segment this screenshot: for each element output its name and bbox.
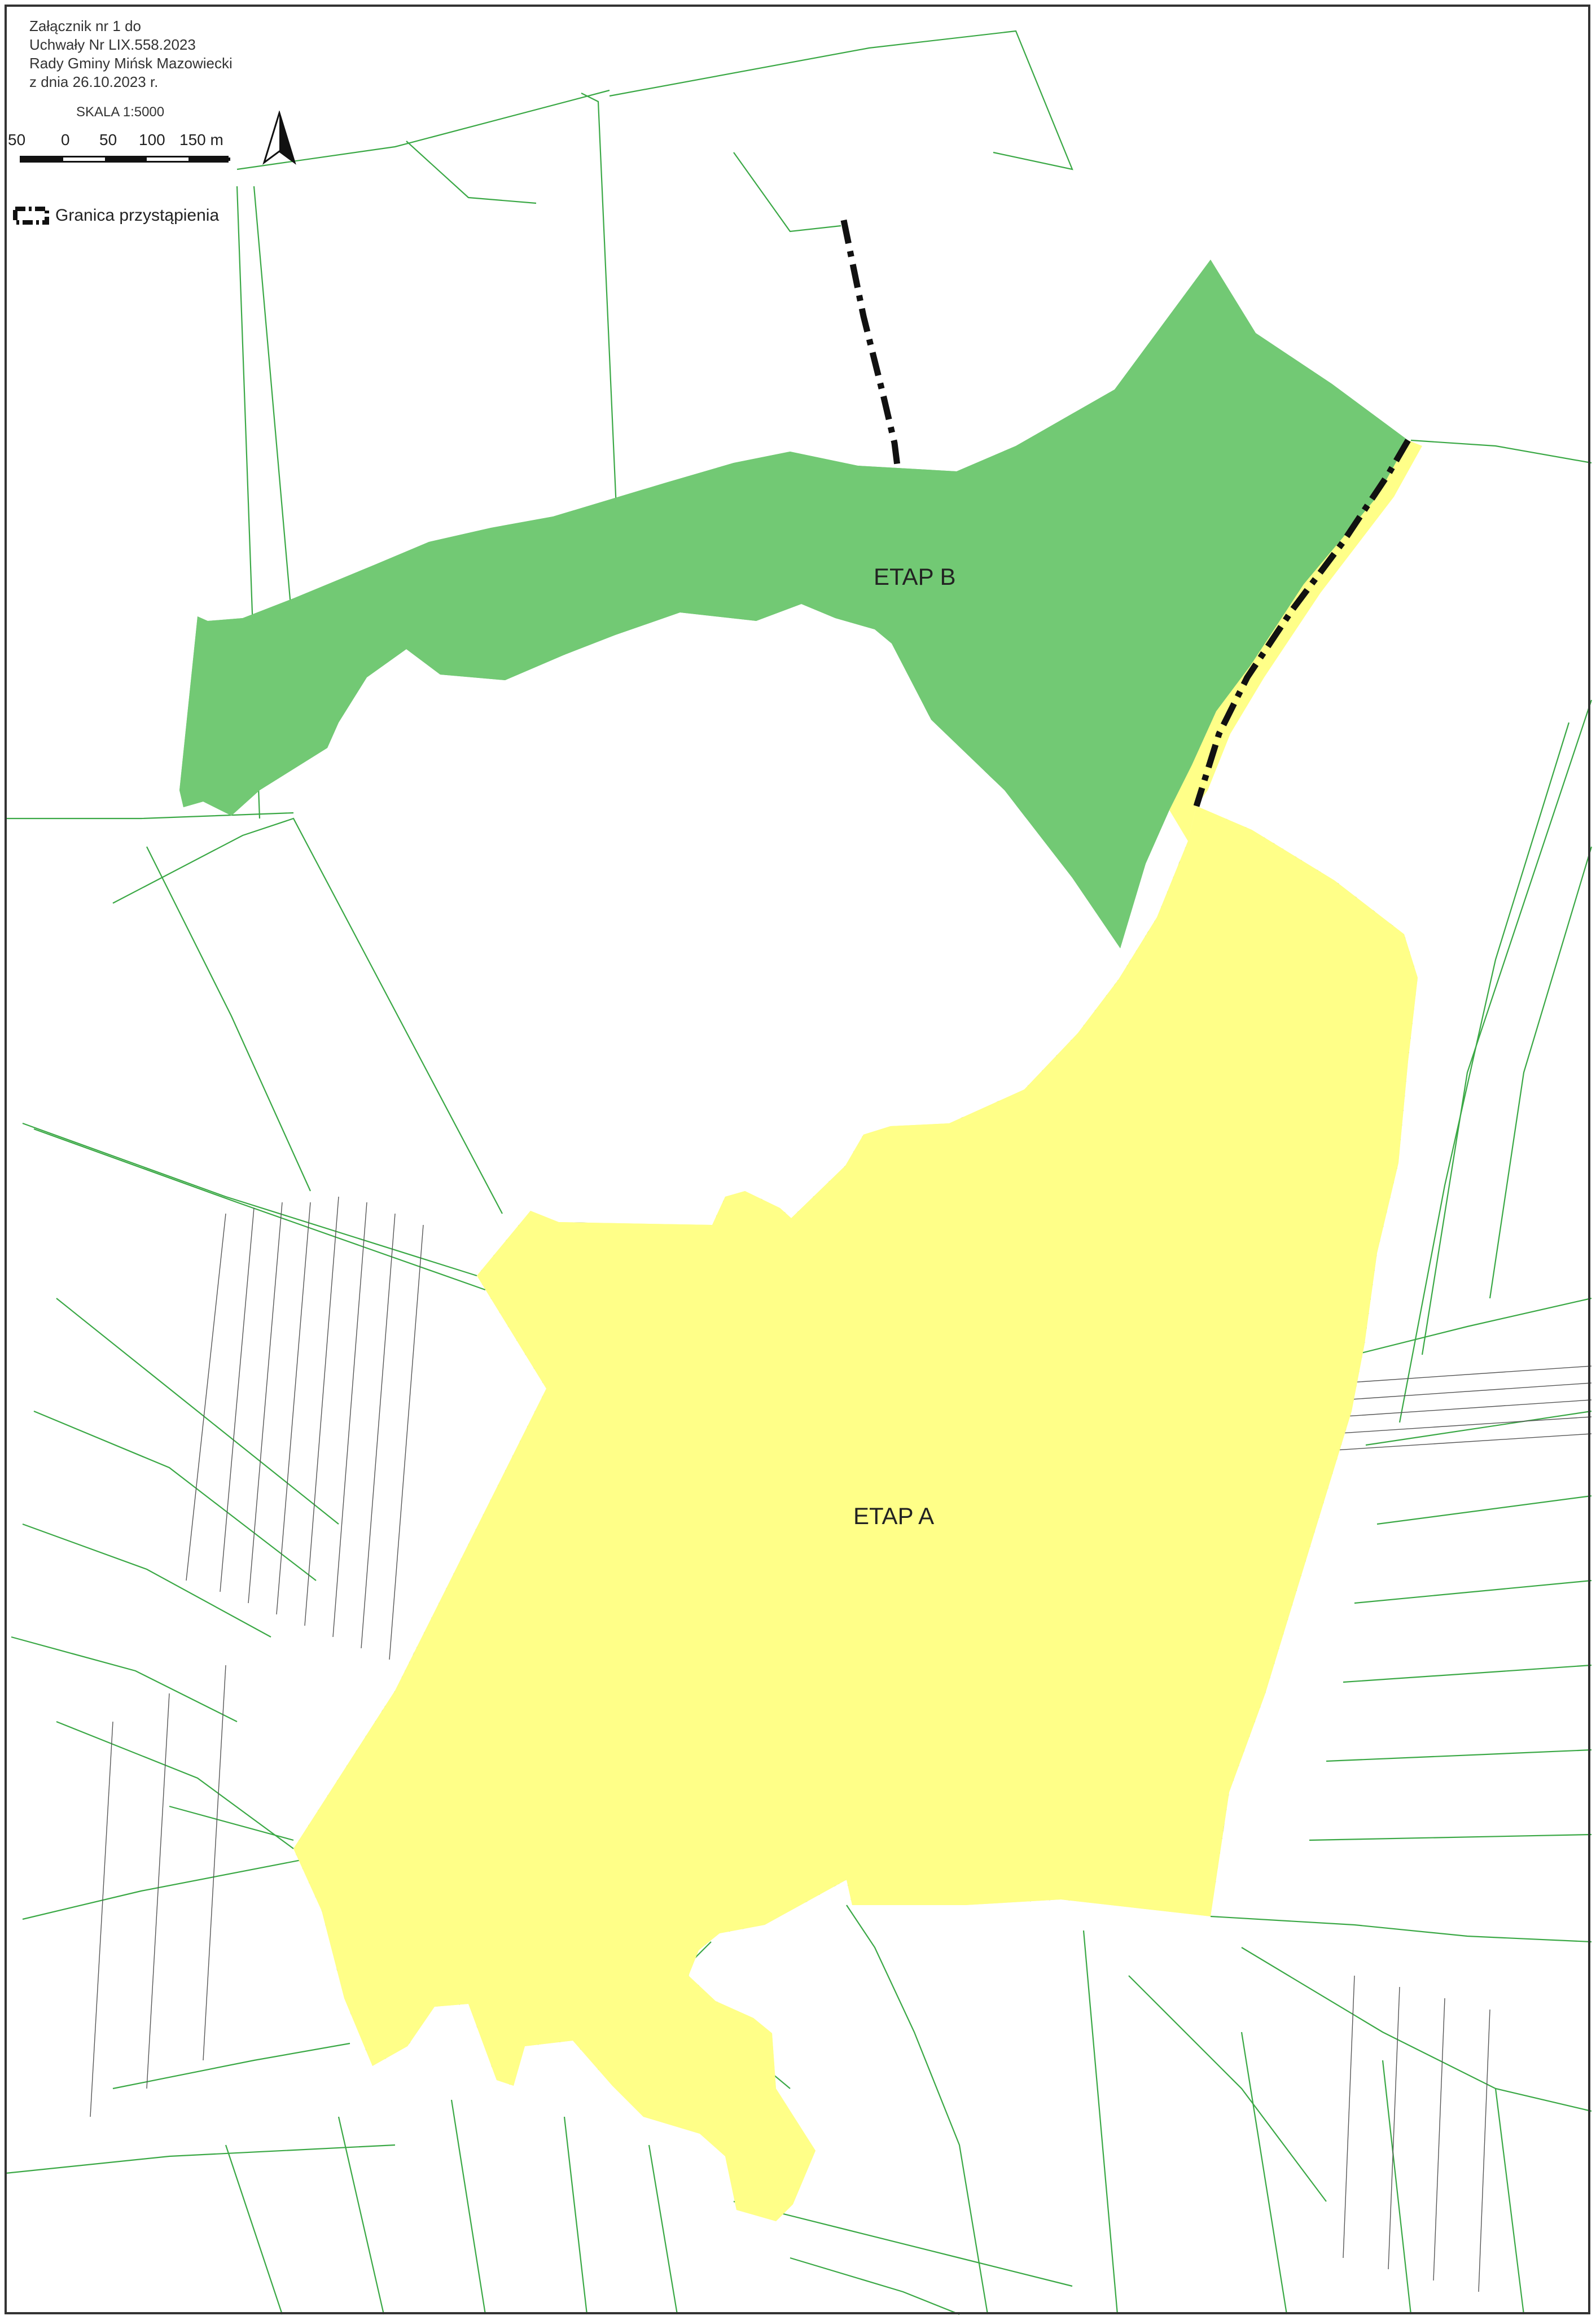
scale-label-0: 0 <box>61 131 70 148</box>
scale-label-50: 50 <box>99 131 117 148</box>
resolution-header: Załącznik nr 1 do Uchwały Nr LIX.558.202… <box>29 17 233 91</box>
scale-labels: 50 0 50 100 150 m <box>6 131 243 149</box>
scale-label-150: 150 m <box>179 131 223 148</box>
parcel-network <box>5 30 1593 2315</box>
scale-label-50-left: 50 <box>8 131 26 148</box>
stage-a-label: ETAP A <box>853 1503 935 1529</box>
north-arrow-icon <box>262 111 296 165</box>
header-line-3: Rady Gminy Mińsk Mazowiecki <box>29 55 233 72</box>
scale-ratio: SKALA 1:5000 <box>76 104 165 120</box>
scale-bar <box>20 156 230 163</box>
scale-label-100: 100 <box>139 131 165 148</box>
header-line-2: Uchwały Nr LIX.558.2023 <box>29 36 196 53</box>
scale-bar-segment <box>105 157 147 161</box>
stage-b-label: ETAP B <box>874 563 956 590</box>
scale-bar-segment <box>21 157 63 161</box>
header-line-1: Załącznik nr 1 do <box>29 17 141 34</box>
boundary-lines <box>179 219 1418 2221</box>
legend-boundary-label: Granica przystąpienia <box>55 206 220 225</box>
parcel-divisions <box>90 1196 1592 2292</box>
scale-bar-segment <box>188 157 230 161</box>
legend: Granica przystąpienia <box>12 203 219 228</box>
boundary-legend-icon <box>13 207 49 225</box>
header-line-4: z dnia 26.10.2023 r. <box>29 73 159 90</box>
stage-a-strip <box>1169 440 1422 841</box>
